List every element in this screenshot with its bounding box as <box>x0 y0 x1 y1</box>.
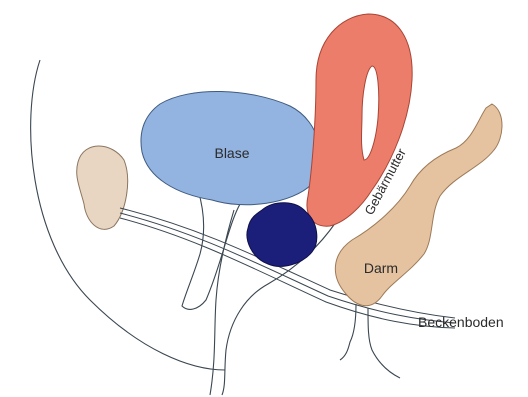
urethra <box>182 190 244 309</box>
anal-canal <box>340 304 356 360</box>
pubic-bone <box>77 146 128 229</box>
vaginal-canal <box>210 210 234 395</box>
label-darm: Darm <box>364 260 398 276</box>
uterus <box>307 14 412 226</box>
label-beckenboden: Beckenboden <box>418 314 504 330</box>
pessary <box>247 203 317 267</box>
label-blase: Blase <box>214 145 249 161</box>
